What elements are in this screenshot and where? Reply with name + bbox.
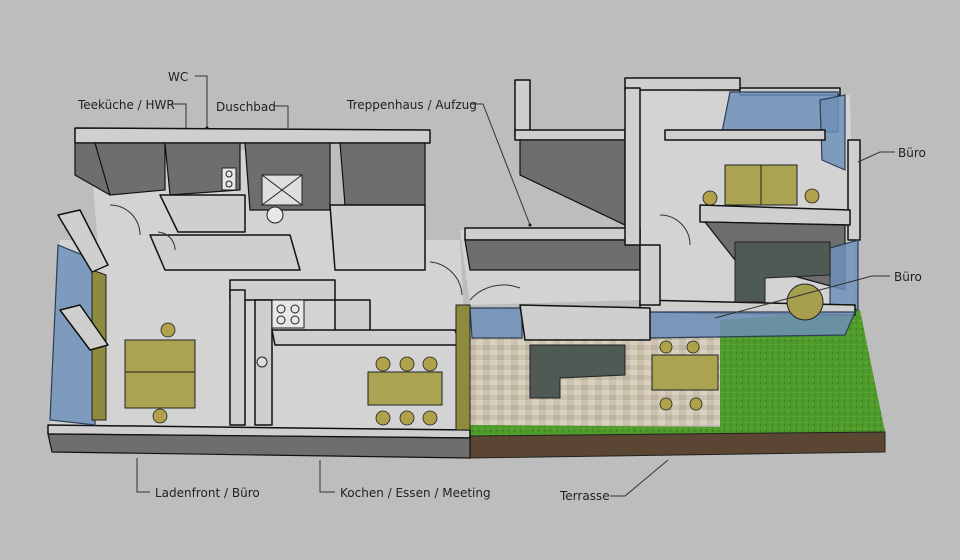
label-kochen: Kochen / Essen / Meeting xyxy=(340,486,491,500)
label-duschbad: Duschbad xyxy=(216,100,276,114)
terrace xyxy=(469,310,886,459)
wet-rooms xyxy=(94,142,426,271)
left-facade xyxy=(49,209,109,426)
stair-core xyxy=(464,79,641,271)
kitchen xyxy=(229,279,461,426)
room-labels: WC Teeküche / HWR Duschbad Treppenhaus /… xyxy=(77,70,926,503)
label-treppenhaus: Treppenhaus / Aufzug xyxy=(346,98,477,112)
label-ladenfront: Ladenfront / Büro xyxy=(155,486,260,500)
label-buero-mid: Büro xyxy=(894,270,922,284)
front-wall xyxy=(47,424,471,459)
label-wc: WC xyxy=(168,70,188,84)
furniture xyxy=(124,164,831,426)
doors xyxy=(109,204,691,301)
leader-lines xyxy=(136,75,895,497)
label-buero-top: Büro xyxy=(898,146,926,160)
terrace-partitions xyxy=(455,304,651,431)
label-terrasse: Terrasse xyxy=(559,489,610,503)
label-teekueche: Teeküche / HWR xyxy=(77,98,175,112)
